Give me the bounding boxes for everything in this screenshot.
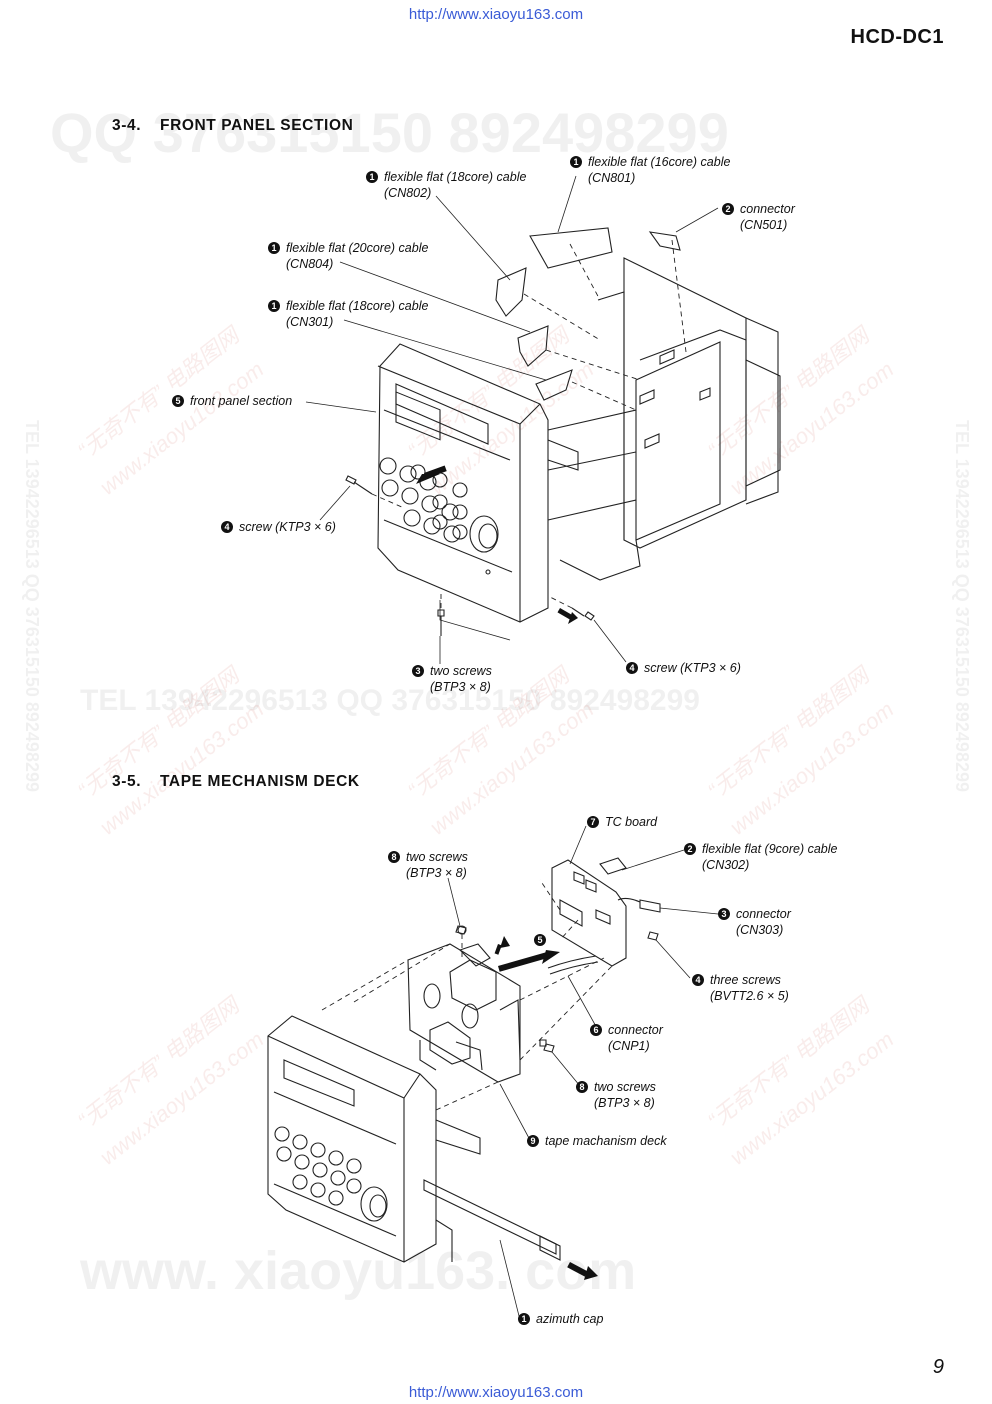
step-badge: 8 <box>576 1081 588 1093</box>
step-badge: 3 <box>718 908 730 920</box>
callout-text: screw (KTP3 × 6) <box>644 661 741 675</box>
model-number: HCD-DC1 <box>850 26 944 48</box>
callout-text: flexible flat (9core) cable <box>702 842 838 856</box>
step-badge: 2 <box>722 203 734 215</box>
step-badge: 4 <box>221 521 233 533</box>
guide-lines <box>371 239 687 610</box>
callout-cable-cn804: 1 flexible flat (20core) cable (CN804) <box>268 240 428 272</box>
callout-cable-cn302: 2 flexible flat (9core) cable (CN302) <box>684 841 837 873</box>
callout-text: two screws <box>430 664 492 678</box>
header-url-link[interactable]: http://www.xiaoyu163.com <box>408 6 584 23</box>
tc-board-drawing <box>551 857 627 967</box>
screw-icons <box>345 475 595 636</box>
callout-azimuth-cap: 1 azimuth cap <box>518 1311 603 1327</box>
watermark-tel-line: TEL 13942296513 QQ 376315150 892498299 <box>80 684 700 717</box>
callout-text: flexible flat (20core) cable <box>286 241 429 255</box>
step-badge: 6 <box>590 1024 602 1036</box>
callout-tc-board: 7 TC board <box>587 814 657 830</box>
callout-text: tape machanism deck <box>545 1134 667 1148</box>
callout-screw-ktp3-left: 4 screw (KTP3 × 6) <box>221 519 336 535</box>
section-number: 3-4. <box>112 117 142 134</box>
page-number: 9 <box>932 1356 944 1378</box>
callout-ref: (BTP3 × 8) <box>406 866 467 880</box>
front-panel-drawing <box>377 343 549 623</box>
footer-url-link[interactable]: http://www.xiaoyu163.com <box>408 1384 584 1401</box>
callout-text: azimuth cap <box>536 1312 604 1326</box>
callout-ref: (CNP1) <box>608 1039 650 1053</box>
arrow-icons <box>494 936 598 1280</box>
callout-text: two screws <box>594 1080 656 1094</box>
callout-text: flexible flat (18core) cable <box>286 299 429 313</box>
callout-ref: (CN303) <box>736 923 784 937</box>
section-number: 3-5. <box>112 773 142 790</box>
callout-ref: (BVTT2.6 × 5) <box>710 989 789 1003</box>
callout-two-screws-btp3: 3 two screws (BTP3 × 8) <box>412 663 492 695</box>
callout-text: flexible flat (18core) cable <box>384 170 527 184</box>
callout-text: flexible flat (16core) cable <box>588 155 731 169</box>
step-badge: 7 <box>587 816 599 828</box>
section-title-front-panel: 3-4. FRONT PANEL SECTION <box>112 117 353 135</box>
step-badge: 5 <box>172 395 184 407</box>
step-badge: 2 <box>684 843 696 855</box>
callout-two-screws-btp3-bottom: 8 two screws (BTP3 × 8) <box>576 1079 656 1111</box>
callout-three-screws-bvtt: 4 three screws (BVTT2.6 × 5) <box>692 972 789 1004</box>
watermark-big-site: www. xiaoyu163. com <box>80 1241 637 1301</box>
tape-deck-drawing <box>407 925 547 1083</box>
step-badge: 8 <box>388 851 400 863</box>
callout-text: connector <box>608 1023 663 1037</box>
section-title-text: FRONT PANEL SECTION <box>160 117 354 134</box>
step-badge: 4 <box>692 974 704 986</box>
callout-connector-cn501: 2 connector (CN501) <box>722 201 795 233</box>
callout-connector-cnp1: 6 connector (CNP1) <box>590 1022 663 1054</box>
callout-ref: (CN801) <box>588 171 636 185</box>
callout-text: TC board <box>605 815 658 829</box>
callout-text: screw (KTP3 × 6) <box>239 520 336 534</box>
arrow-icons <box>416 465 578 624</box>
callout-ref: (CN301) <box>286 315 334 329</box>
callout-ref: (CN501) <box>740 218 788 232</box>
callout-ref: (CN804) <box>286 257 334 271</box>
callout-text: three screws <box>710 973 781 987</box>
section-title-text: TAPE MECHANISM DECK <box>160 773 360 790</box>
callout-ref: (BTP3 × 8) <box>430 680 491 694</box>
flat-cables <box>495 227 613 401</box>
step-badge: 3 <box>412 665 424 677</box>
watermark-qq: QQ 376315150 892498299 <box>50 101 729 164</box>
callout-cable-cn802: 1 flexible flat (18core) cable (CN802) <box>366 169 526 201</box>
connector-wires <box>547 897 661 975</box>
callout-screw-ktp3-right: 4 screw (KTP3 × 6) <box>626 660 741 676</box>
callout-text: connector <box>740 202 795 216</box>
main-unit-drawing <box>267 1015 481 1263</box>
callout-tape-mechanism-deck: 9 tape machanism deck <box>527 1133 667 1149</box>
callout-two-screws-btp3-top: 8 two screws (BTP3 × 8) <box>388 849 468 881</box>
callout-cable-cn301: 1 flexible flat (18core) cable (CN301) <box>268 298 428 330</box>
callout-ref: (CN802) <box>384 186 432 200</box>
step-badge: 1 <box>268 242 280 254</box>
step-badge: 9 <box>527 1135 539 1147</box>
callout-text: connector <box>736 907 791 921</box>
step-badge: 1 <box>268 300 280 312</box>
step-badge: 1 <box>570 156 582 168</box>
leader-lines <box>447 825 719 1321</box>
step-badge: 1 <box>366 171 378 183</box>
guide-lines <box>321 879 613 1111</box>
step-5-marker: 5 <box>534 932 552 948</box>
step-badge: 4 <box>626 662 638 674</box>
callout-text: front panel section <box>190 394 293 408</box>
section-title-tape-mechanism: 3-5. TAPE MECHANISM DECK <box>112 773 360 791</box>
callout-text: two screws <box>406 850 468 864</box>
callout-ref: (BTP3 × 8) <box>594 1096 655 1110</box>
callout-cable-cn801: 1 flexible flat (16core) cable (CN801) <box>570 154 730 186</box>
leader-lines <box>305 175 719 664</box>
step-badge: 1 <box>518 1313 530 1325</box>
callout-ref: (CN302) <box>702 858 750 872</box>
step-badge: 5 <box>534 934 546 946</box>
callout-connector-cn303: 3 connector (CN303) <box>718 906 791 938</box>
azimuth-cap-drawing <box>423 1179 561 1261</box>
chassis-drawing <box>547 231 781 581</box>
callout-front-panel-section: 5 front panel section <box>172 393 292 409</box>
